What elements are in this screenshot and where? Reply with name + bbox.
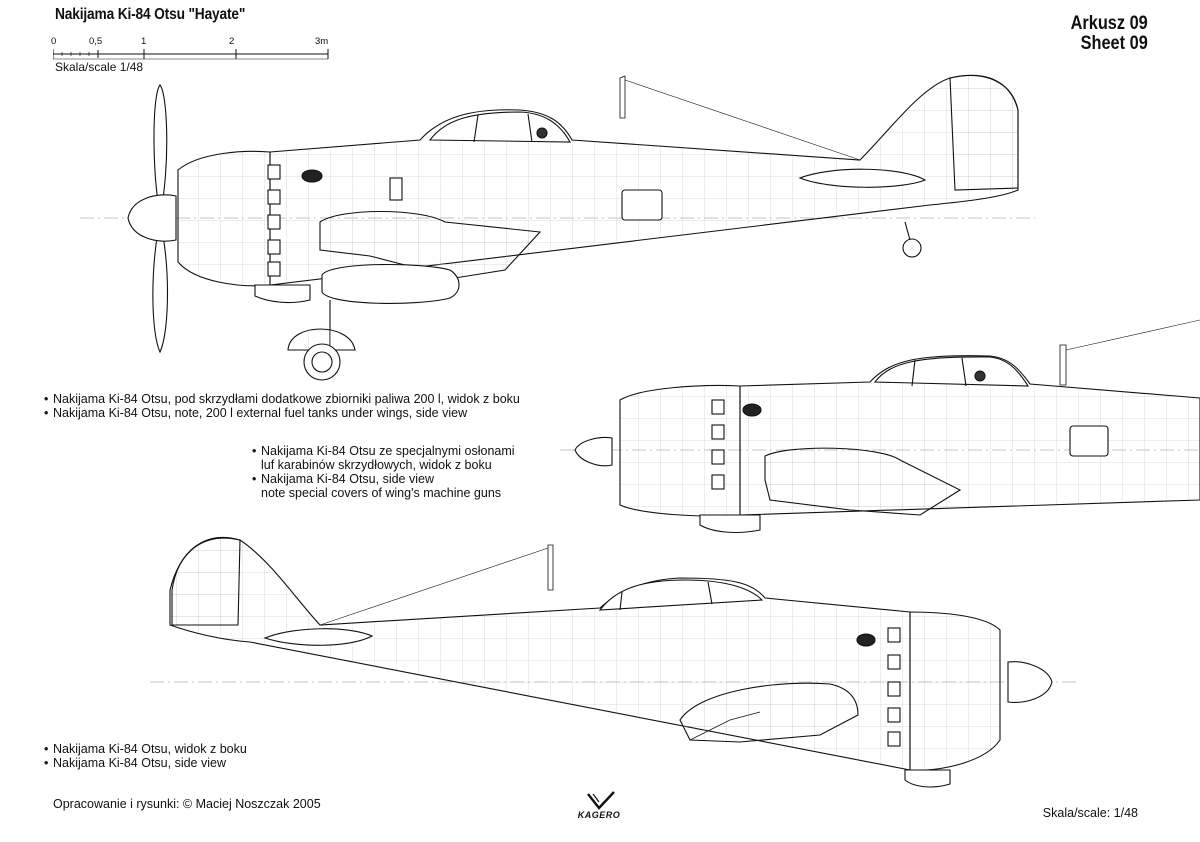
caption-line: •Nakijama Ki-84 Otsu, note, 200 l extern… bbox=[44, 406, 468, 420]
drawing-title: Nakijama Ki-84 Otsu "Hayate" bbox=[55, 6, 246, 23]
caption-middle-aircraft: •Nakijama Ki-84 Otsu ze specjalnymi osło… bbox=[252, 444, 515, 500]
caption-top-aircraft: •Nakijama Ki-84 Otsu, pod skrzydłami dod… bbox=[44, 392, 520, 420]
ruler-bar bbox=[53, 49, 329, 60]
ruler-tick-label: 1 bbox=[141, 36, 147, 47]
ruler-tick-label: 0 bbox=[51, 36, 57, 47]
caption-line: •Nakijama Ki-84 Otsu, pod skrzydłami dod… bbox=[44, 392, 520, 406]
sheet-label-en: Sheet 09 bbox=[1080, 33, 1148, 54]
caption-line: •Nakijama Ki-84 Otsu, widok z boku bbox=[44, 742, 247, 756]
aircraft-middle-side-view bbox=[560, 319, 1200, 534]
publisher-logo: KAGERO bbox=[566, 790, 632, 820]
caption-line: note special covers of wing's machine gu… bbox=[261, 486, 502, 500]
ruler-tick-label: 3m bbox=[315, 36, 329, 47]
publisher-name: KAGERO bbox=[577, 810, 621, 820]
caption-line: luf karabinów skrzydłowych, widok z boku bbox=[261, 458, 492, 472]
caption-line: •Nakijama Ki-84 Otsu, side view bbox=[252, 472, 434, 486]
aircraft-top-side-view bbox=[80, 74, 1035, 381]
kagero-mark-icon bbox=[587, 791, 615, 810]
ruler-tick-label: 2 bbox=[229, 36, 235, 47]
credit-text: Opracowanie i rysunki: © Maciej Noszczak… bbox=[53, 797, 321, 811]
sheet-label-pl: Arkusz 09 bbox=[1070, 13, 1148, 34]
ruler-tick-label: 0,5 bbox=[89, 36, 103, 47]
scale-ruler: 0 0,5 1 2 3m bbox=[51, 36, 353, 66]
aircraft-bottom-side-view bbox=[150, 536, 1080, 788]
scale-label: Skala/scale 1/48 bbox=[55, 60, 144, 74]
caption-line: •Nakijama Ki-84 Otsu ze specjalnymi osło… bbox=[252, 444, 515, 458]
footer-scale: Skala/scale: 1/48 bbox=[1042, 806, 1138, 820]
caption-line: •Nakijama Ki-84 Otsu, side view bbox=[44, 756, 226, 770]
sheet-number: Arkusz 09 Sheet 09 bbox=[1071, 14, 1148, 54]
caption-bottom-aircraft: •Nakijama Ki-84 Otsu, widok z boku •Naki… bbox=[44, 742, 247, 770]
